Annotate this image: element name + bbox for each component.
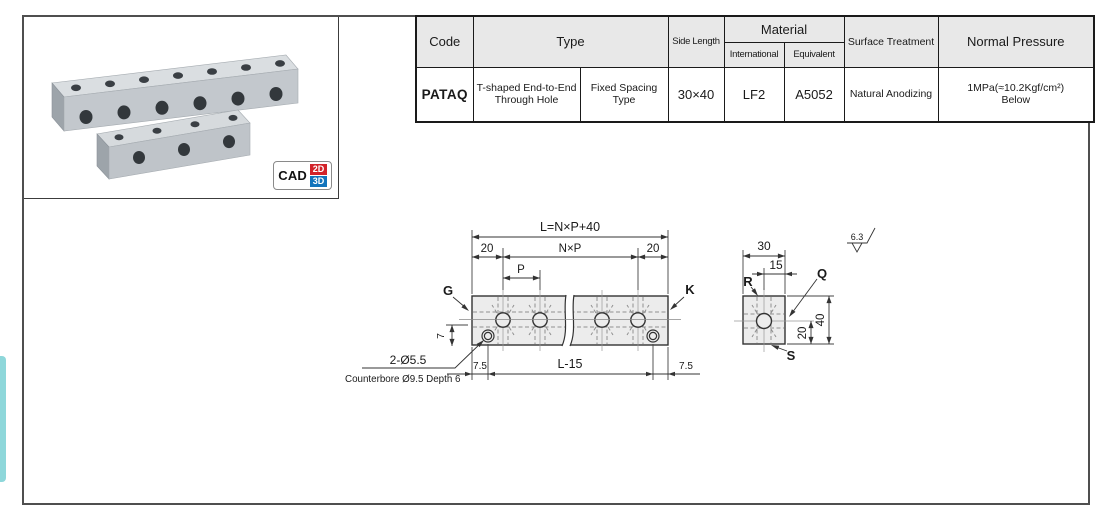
port-r-label: R	[743, 274, 753, 289]
manifold-block-short	[96, 109, 251, 180]
header-material-equivalent: Equivalent	[783, 41, 845, 68]
surface-finish-value: 6.3	[851, 232, 864, 242]
dim-cbore-offset-label: 7	[435, 333, 447, 339]
dim-pitch-label: P	[517, 264, 525, 276]
header-surface-treatment: Surface Treatment	[843, 15, 939, 68]
cell-side-length: 30×40	[667, 66, 725, 123]
header-material: Material	[723, 15, 845, 43]
dim-width-label: 30	[757, 239, 771, 253]
pressure-line-1: 1MPa(≈10.2Kgf/cm²)	[967, 82, 1065, 95]
top-ports	[71, 60, 285, 92]
dim-edge-left-label: 7.5	[473, 361, 487, 372]
product-photo	[51, 54, 299, 180]
cad-3d-badge[interactable]: 3D	[310, 176, 327, 187]
dim-edge-right-label: 7.5	[679, 361, 693, 372]
port-label-leaders	[750, 278, 818, 352]
part-code-link[interactable]: PATAQ	[415, 66, 474, 123]
dim-span-label: L-15	[557, 357, 582, 371]
side-port	[755, 312, 773, 330]
counterbore-holes	[481, 329, 660, 343]
cell-type-2: Fixed Spacing Type	[579, 66, 669, 123]
bottom-dim-arrows	[465, 371, 675, 377]
dim-15-arrows	[757, 271, 792, 277]
product-photo-cell: CAD 2D 3D	[24, 17, 339, 199]
front-ports	[133, 135, 235, 164]
port-q-label: Q	[817, 266, 827, 281]
cell-normal-pressure: 1MPa(≈10.2Kgf/cm²) Below	[937, 66, 1095, 123]
front-ports	[495, 312, 646, 328]
page-edge-tab[interactable]	[0, 356, 6, 482]
dim-right-end-label: 20	[647, 243, 660, 255]
port-k-label: K	[685, 282, 695, 297]
top-ports	[114, 114, 238, 141]
cad-2d-badge[interactable]: 2D	[310, 164, 327, 175]
cell-material-equivalent: A5052	[783, 66, 845, 123]
hole-callout-label: 2-Ø5.5	[390, 353, 427, 367]
cbore-callout-label: Counterbore Ø9.5 Depth 6	[345, 374, 461, 385]
dim-overall-label: L=N×P+40	[540, 220, 600, 234]
counterbore-callout-leader	[362, 340, 484, 369]
manifold-block-long	[51, 54, 299, 132]
port-s-label: S	[787, 348, 796, 363]
cell-type-1: T-shaped End-to-End Through Hole	[472, 66, 581, 123]
cell-surface-treatment: Natural Anodizing	[843, 66, 939, 123]
header-side-length: Side Length	[667, 15, 725, 68]
spec-table: Code Type Side Length Material Surface T…	[415, 15, 1095, 123]
header-type: Type	[472, 15, 669, 68]
front-view: L=N×P+40 20 N×P 20 P G K 7 2-Ø5.5 Counte…	[345, 220, 700, 385]
cell-material-international: LF2	[723, 66, 785, 123]
side-view: 30 15 R Q S 20 40 6.3	[734, 227, 876, 363]
header-normal-pressure: Normal Pressure	[937, 15, 1095, 68]
port-g-label: G	[443, 283, 453, 298]
cad-download-badge[interactable]: CAD 2D 3D	[273, 161, 332, 190]
dim-half-label: 15	[769, 258, 783, 272]
dim-height-label: 40	[815, 314, 827, 327]
dim-pitch-span-label: N×P	[559, 243, 582, 255]
dim-left-end-label: 20	[481, 243, 494, 255]
surface-finish-symbol: 6.3	[847, 227, 876, 253]
break-lines	[561, 294, 575, 347]
cad-label: CAD	[278, 168, 307, 183]
port-label-leaders	[452, 296, 685, 311]
break-gap	[562, 295, 574, 346]
dim-center-label: 20	[797, 327, 809, 340]
pressure-line-2: Below	[1001, 94, 1031, 107]
front-ports	[79, 87, 283, 124]
